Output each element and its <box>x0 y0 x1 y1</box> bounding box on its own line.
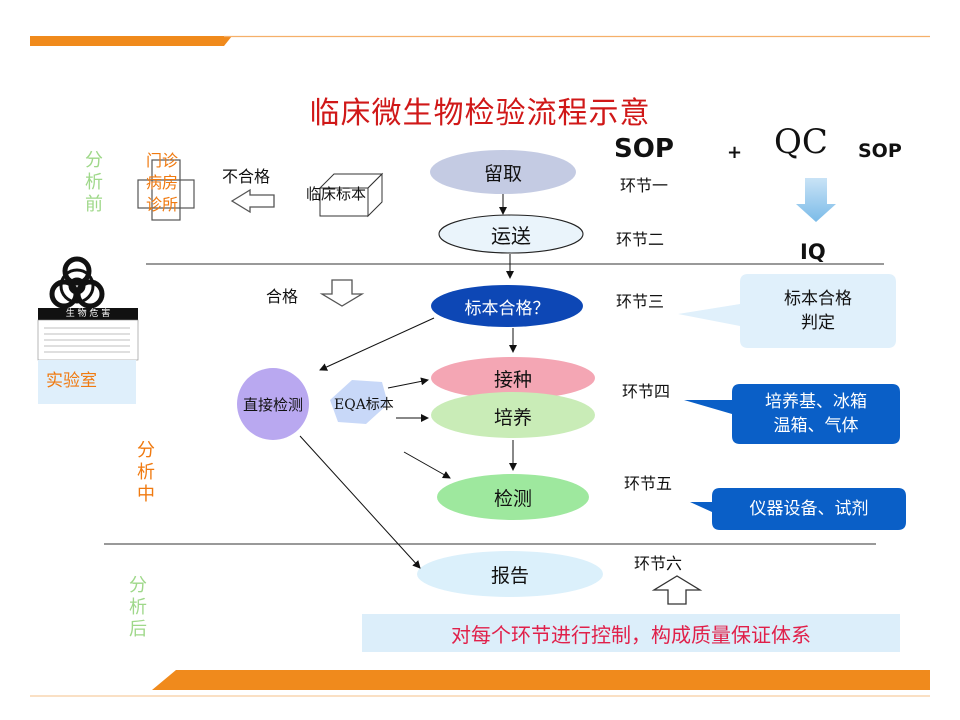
phase-pre-text: 分析前 <box>85 150 103 215</box>
top-bar <box>30 35 930 46</box>
phase-mid-label: 分析中 <box>134 440 158 506</box>
pass-arrow-icon <box>319 279 365 307</box>
step-collect: 留取 <box>483 162 522 185</box>
phase-mid-text: 分析中 <box>137 440 155 505</box>
biohazard-form <box>37 308 139 361</box>
report-up-arrow-icon <box>651 575 703 605</box>
callout-media-line1: 培养基、冰箱 <box>765 392 867 412</box>
specimen-cube-icon <box>318 172 384 218</box>
clinic-clinic: 诊所 <box>146 195 179 214</box>
page-title: 临床微生物检验流程示意 <box>309 96 651 131</box>
callout-instrument: 仪器设备、试剂 <box>749 499 869 519</box>
biohazard-header: 生 物 危 害 <box>65 309 111 319</box>
callout-judge-line1: 标本合格 <box>784 289 852 309</box>
callout-media-line2: 温箱、气体 <box>773 416 859 436</box>
stage-3: 环节三 <box>616 292 665 311</box>
clinic-labels: 门诊 病房 诊所 <box>146 150 178 216</box>
phase-pre-label: 分析前 <box>82 150 106 216</box>
qc-label: QC <box>774 122 828 162</box>
callout-media: 培养基、冰箱 温箱、气体 <box>732 384 900 444</box>
step-culture: 培养 <box>493 406 532 429</box>
biohazard-icon <box>49 256 105 309</box>
stage-5: 环节五 <box>624 474 673 493</box>
phase-post-label: 分析后 <box>126 575 150 641</box>
callout-instrument-shape <box>690 488 906 530</box>
step-transport: 运送 <box>491 223 531 248</box>
sop-label: SOP <box>614 134 674 164</box>
sop-small-label: SOP <box>858 140 902 162</box>
callout-judge: 标本合格 判定 <box>740 274 896 348</box>
bottom-banner-text: 对每个环节进行控制，构成质量保证体系 <box>451 622 811 647</box>
clinic-ward: 病房 <box>146 173 179 192</box>
step-report: 报告 <box>490 564 529 587</box>
step-direct-detection: 直接检测 <box>242 395 303 414</box>
step-eqa: EQA标本 <box>334 397 394 413</box>
callout-judge-shape <box>678 274 896 348</box>
reject-arrow-icon <box>230 188 275 214</box>
callout-judge-line2: 判定 <box>801 313 835 333</box>
qc-down-arrow-icon <box>796 178 836 222</box>
plus-sign: + <box>727 142 743 163</box>
stage-2: 环节二 <box>616 230 665 249</box>
step-inoculate: 接种 <box>493 368 532 391</box>
stage-6: 环节六 <box>634 554 683 573</box>
reject-label: 不合格 <box>222 167 271 186</box>
stage-4: 环节四 <box>622 382 671 401</box>
pass-label: 合格 <box>266 287 299 306</box>
clinic-icon <box>137 159 195 221</box>
callout-media-shape <box>684 384 900 444</box>
step-detect: 检测 <box>493 487 532 510</box>
stage-1: 环节一 <box>620 176 669 195</box>
lab-label: 实验室 <box>46 371 97 391</box>
lab-label-box: 实验室 <box>38 360 136 404</box>
step-qualified: 标本合格？ <box>464 298 550 319</box>
specimen-label: 临床标本 <box>306 185 367 203</box>
iq-label: IQ <box>800 240 826 264</box>
phase-post-text: 分析后 <box>129 575 147 640</box>
bottom-banner: 对每个环节进行控制，构成质量保证体系 <box>362 614 900 652</box>
clinic-outpatient: 门诊 <box>146 151 179 170</box>
